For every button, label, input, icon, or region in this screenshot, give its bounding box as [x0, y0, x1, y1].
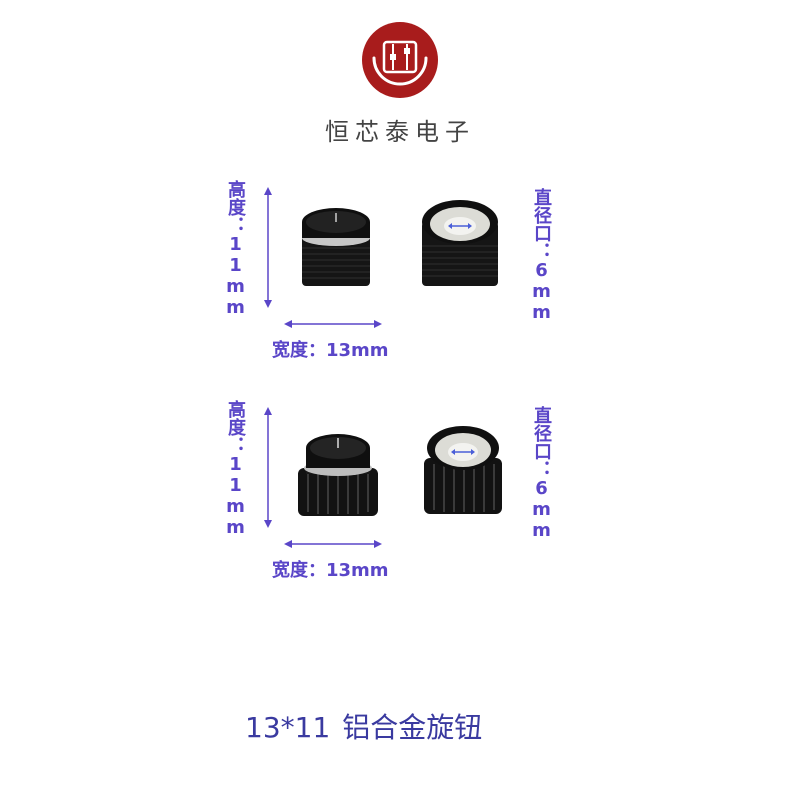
height-label-1: 高度：11mm: [225, 180, 246, 318]
product-caption: 13*11 铝合金旋钮: [245, 706, 482, 746]
width-arrow-1: [284, 320, 382, 328]
height-arrow-1: [264, 187, 272, 308]
knob-bottom-2: [424, 426, 502, 514]
width-arrow-2: [284, 540, 382, 548]
brand-logo: [362, 22, 438, 98]
height-arrow-2: [264, 407, 272, 528]
caption-size: 13*11: [245, 711, 331, 744]
brand-name: 恒芯泰电子: [325, 118, 475, 146]
diameter-label-2: 直径口：6mm: [531, 406, 552, 541]
width-label-2: 宽度：13mm: [272, 560, 389, 581]
width-label-1: 宽度：13mm: [272, 340, 389, 361]
knob-front-1: [302, 208, 370, 286]
knob-front-2: [298, 434, 378, 516]
diameter-label-1: 直径口：6mm: [531, 188, 552, 323]
caption-title: 铝合金旋钮: [342, 711, 483, 744]
knob-bottom-1: [422, 200, 498, 286]
height-label-2: 高度：11mm: [225, 400, 246, 538]
